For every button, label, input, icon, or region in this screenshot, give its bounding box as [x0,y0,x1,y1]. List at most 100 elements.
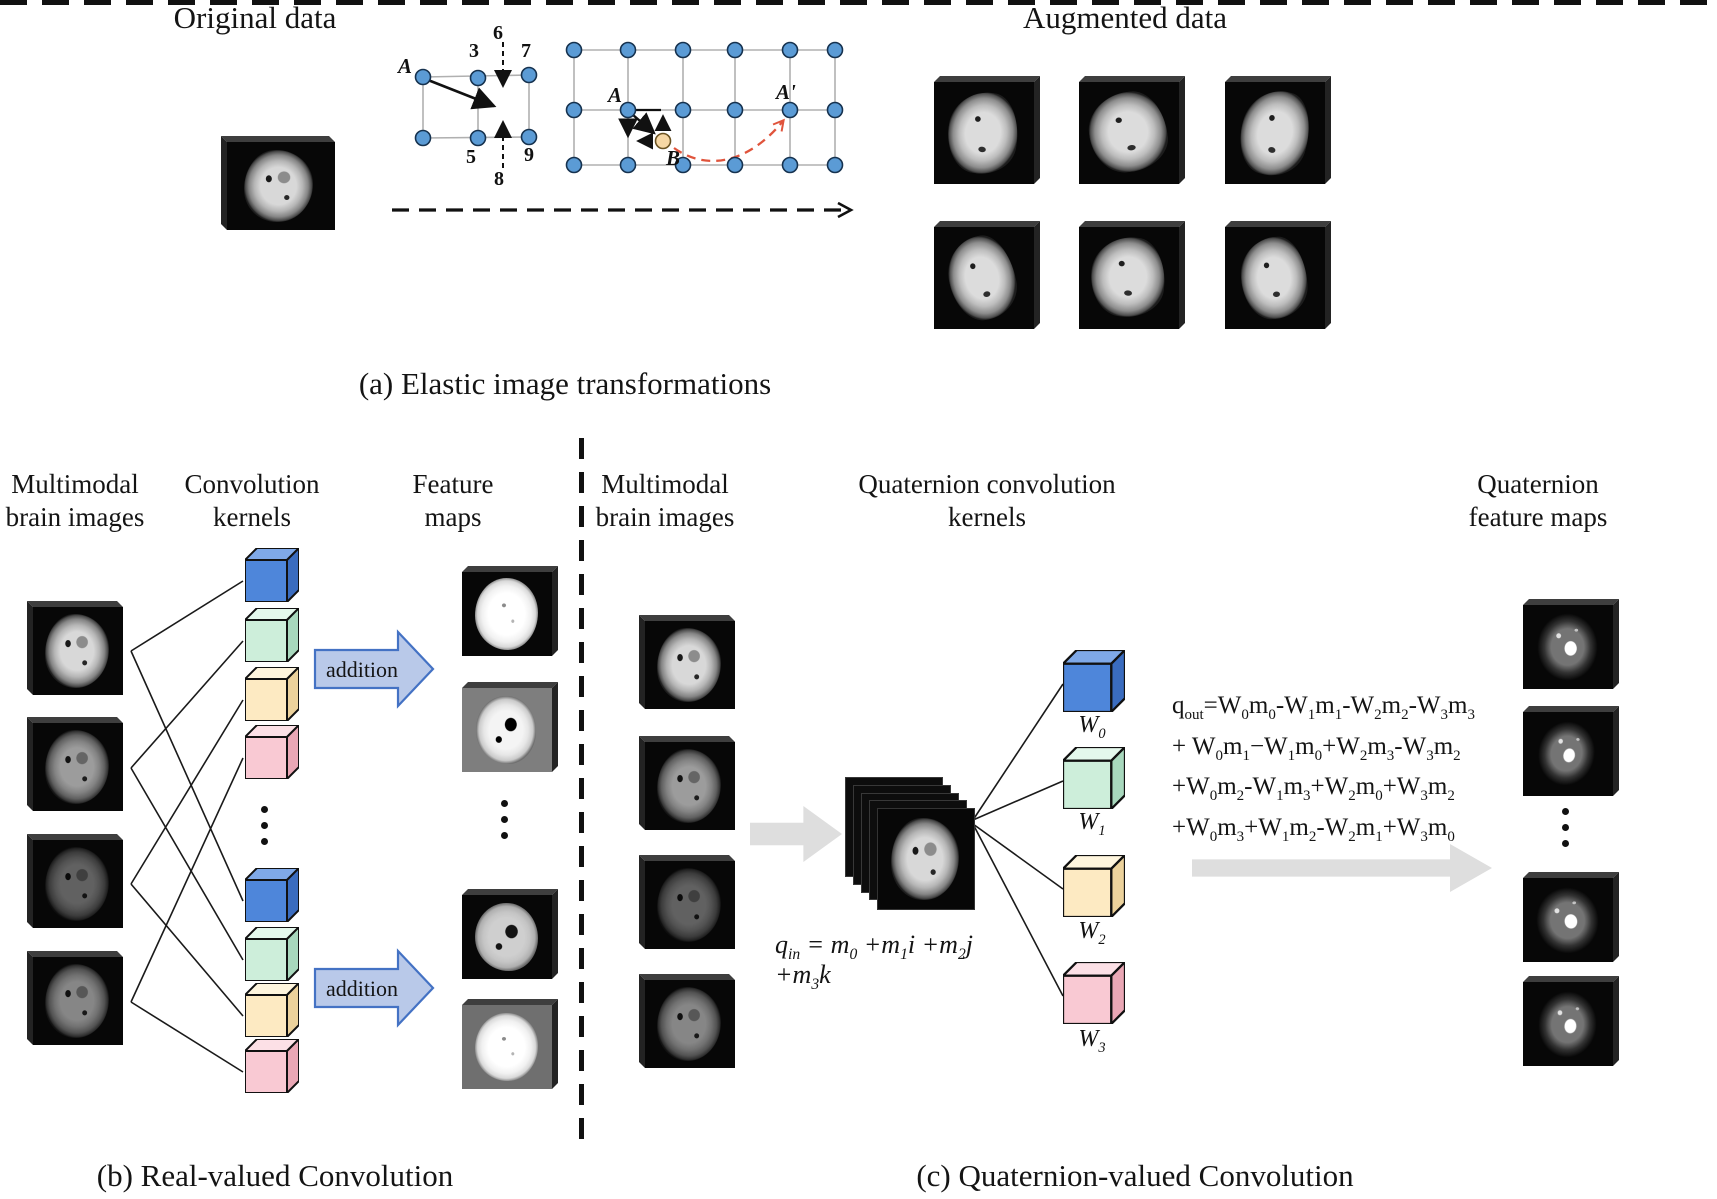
header-c-quaternion-kernels: Quaternion convolution kernels [858,469,1116,532]
kernels-ellipsis [261,806,268,845]
q-out-line-2: + W0m1−W1m0+W2m3-W3m2 [1172,732,1461,764]
b-modality-image-1 [33,607,123,695]
horizontal-section-divider [0,0,1717,5]
b-modality-image-3 [33,840,123,928]
grid2-label-b: B [666,146,681,170]
kernel-cube-blue-1 [245,548,299,602]
quaternion-kernel-w0 [1063,650,1125,712]
header-b-kernels: Convolution kernels [184,469,320,532]
augmented-data-title: Augmented data [1022,0,1227,35]
stack-front-image [877,808,975,910]
c-feature-maps-ellipsis [1562,808,1569,847]
elastic-grid-2-dots [565,41,844,174]
q-in-formula: qin = m0 +m1i +m2j +m3k [775,930,973,994]
quaternion-kernel-w1-label: W1 [1078,809,1106,839]
augmented-image-1 [934,82,1034,184]
grid2-label-a-prime: A' [776,80,796,104]
b-feature-map-2 [462,688,552,772]
addition-label-top: addition [325,657,399,682]
header-c-multimodal: Multimodal brain images [595,469,735,532]
interpolated-point-b [654,132,672,150]
c-feature-map-1 [1523,605,1613,689]
elastic-displacement-curve [673,118,785,162]
vertical-section-divider [579,438,584,1150]
grid1-label-8: 8 [494,168,504,190]
quaternion-kernel-w3 [1063,962,1125,1024]
brain-scan-blob [44,847,110,921]
q-out-line-4: +W0m3+W1m2-W2m1+W3m0 [1172,813,1455,845]
grid1-label-5: 5 [466,146,476,168]
brain-scan-blob [942,87,1024,179]
brain-scan-blob [941,230,1023,326]
addition-arrows [313,629,435,1028]
c-feature-map-2 [1523,712,1613,796]
q-out-equation: qout=W0m0-W1m1-W2m2-W3m3 + W0m1−W1m0+W2m… [1172,686,1492,848]
caption-b: (b) Real-valued Convolution [96,1158,454,1193]
grid1-label-3: 3 [469,40,479,62]
quaternion-kernel-w0-label: W0 [1078,712,1106,742]
addition-arrow-bottom [313,948,435,1028]
c-modality-image-1 [645,621,735,709]
kernel-cube-yellow-1 [245,667,299,721]
q-out-line-1: qout=W0m0-W1m1-W2m2-W3m3 [1172,692,1475,723]
feature-map-blob [1533,987,1601,1061]
feature-map-blob [1531,714,1604,794]
kernel-cube-yellow-2 [245,983,299,1037]
quaternion-kernel-w3-label: W3 [1078,1026,1106,1056]
b-feature-maps-ellipsis [501,800,508,839]
q-out-line-3: +W0m2-W1m3+W2m0+W3m2 [1172,773,1455,804]
caption-a: (a) Elastic image transformations [358,366,772,401]
augmented-image-6 [1225,227,1325,329]
grid1-label-9: 9 [524,144,534,166]
brain-scan-blob [891,818,959,900]
brain-scan-blob [1231,82,1319,184]
header-b-multimodal: Multimodal brain images [5,469,145,532]
brain-scan-blob [244,149,314,223]
addition-arrow-top [313,629,435,709]
brain-scan-blob [656,628,722,702]
c-modality-image-4 [645,980,735,1068]
kernel-cube-green-1 [245,608,299,662]
b-feature-map-1 [462,572,552,656]
grid1-label-6: 6 [493,22,503,44]
feature-map-blob [474,1012,538,1082]
real-conv-connection-lines [130,580,244,1073]
b-modality-image-2 [33,723,123,811]
addition-label-bottom: addition [325,976,399,1001]
quaternion-kernel-w2-label: W2 [1078,918,1106,948]
quaternion-kernel-w2 [1063,855,1125,917]
c-modality-image-2 [645,742,735,830]
c-feature-map-3 [1523,878,1613,962]
elastic-grid-2-arrows [618,108,672,150]
header-c-quaternion-feature-maps: Quaternion feature maps [1468,469,1608,532]
brain-scan-blob [656,749,722,823]
brain-scan-blob [44,964,110,1038]
c-modality-image-3 [645,861,735,949]
augmented-image-3 [1225,82,1325,184]
brain-scan-blob [1087,234,1169,320]
feature-map-blob [476,696,536,764]
kernel-cube-pink-2 [245,1039,299,1093]
feature-map-blob [474,577,538,651]
brain-scan-blob [656,987,722,1061]
grid1-label-7: 7 [521,40,531,62]
elastic-grid-1-dots [414,66,538,147]
brain-scan-blob [1238,234,1310,321]
b-feature-map-3 [462,895,552,979]
b-modality-image-4 [33,957,123,1045]
elastic-grid-1-arrows [427,42,512,168]
header-b-feature-maps: Feature maps [412,469,494,532]
brain-scan-blob [1084,87,1172,177]
c-feature-map-4 [1523,982,1613,1066]
augmented-image-4 [934,227,1034,329]
original-brain-image [227,142,335,230]
kernel-cube-green-2 [245,927,299,981]
b-feature-map-4 [462,1005,552,1089]
augmented-image-2 [1079,82,1179,184]
brain-scan-blob [44,730,110,804]
kernel-cube-pink-1 [245,725,299,779]
original-data-title: Original data [173,0,337,35]
caption-c: (c) Quaternion-valued Convolution [916,1158,1354,1193]
